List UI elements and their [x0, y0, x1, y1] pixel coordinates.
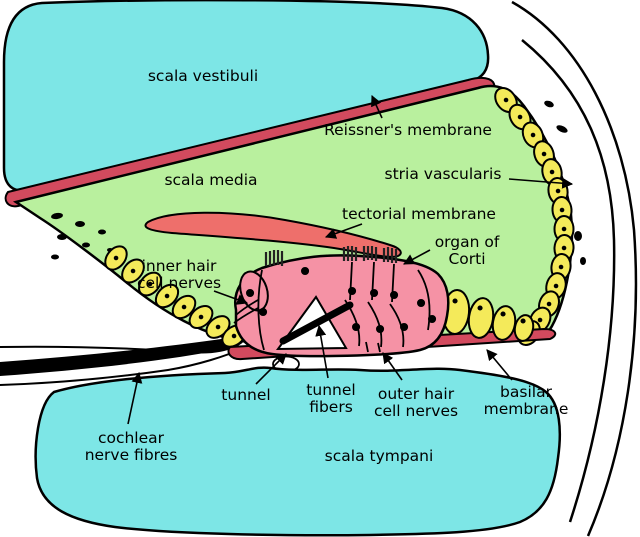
outer-hair-nerves-arrow: [382, 352, 403, 381]
label-tectorial-membrane: tectorial membrane: [342, 205, 496, 223]
supporting-cell: [513, 314, 535, 342]
basilar-membrane-arrow: [486, 349, 513, 381]
bone-space-dot: [98, 229, 106, 235]
hensen-cells: [441, 289, 535, 342]
outer-bone-arc: [511, 0, 638, 537]
label-tunnel-fibers-2: fibers: [309, 398, 353, 416]
label-outer-hair-2: cell nerves: [374, 402, 458, 420]
label-cochlear-1: cochlear: [98, 429, 165, 447]
scala-tympani-region: [34, 366, 562, 537]
stria-vascularis-arrow: [508, 177, 574, 189]
label-organ-of-corti-1: organ of: [435, 233, 500, 251]
label-basilar-1: basilar: [500, 383, 553, 401]
label-scala-media: scala media: [164, 171, 257, 189]
bone-space-dot: [51, 212, 63, 220]
bone-space-dot: [574, 231, 582, 241]
cell-nuclei: [503, 97, 567, 336]
bone-space-dot: [51, 254, 59, 260]
cell-nuclei: [452, 298, 526, 324]
bone-space-dot: [580, 257, 586, 265]
label-scala-tympani: scala tympani: [325, 447, 434, 465]
label-inner-hair-2: cell nerves: [137, 274, 221, 292]
left-epithelial-cells: [104, 245, 247, 348]
tunnel-fiber-rod: [279, 301, 354, 345]
nerve-band: [0, 338, 232, 376]
stria-vascularis-cells: [494, 87, 575, 346]
organ-of-corti: [233, 246, 450, 358]
label-cochlear-2: nerve fibres: [85, 446, 178, 464]
label-basilar-2: membrane: [484, 400, 569, 418]
label-inner-hair-1: inner hair: [142, 257, 217, 275]
cochlear-nerve-arrow: [127, 371, 143, 425]
inner-bone-arc: [521, 39, 616, 523]
bone-space-dots-right: [544, 100, 586, 265]
bone-space-dot: [544, 100, 554, 108]
label-organ-of-corti-2: Corti: [448, 250, 485, 268]
label-outer-hair-1: outer hair: [378, 385, 455, 403]
label-stria-vascularis: stria vascularis: [385, 165, 502, 183]
bone-space-dot: [556, 125, 568, 133]
cell-nuclei: [113, 255, 237, 339]
bone-space-dots-left: [51, 212, 113, 260]
tunnel-fibers-arrow: [315, 324, 329, 379]
cochlear-nerve-fibres: [0, 338, 245, 386]
nerve-channel-upper-line: [0, 341, 243, 354]
hair-cell-stereocilia: [264, 246, 398, 266]
tunnel-arrow: [255, 353, 287, 385]
tectorial-membrane-arrow: [324, 223, 363, 239]
labels: scala vestibuli Reissner's membrane scal…: [85, 67, 574, 465]
label-reissners-membrane: Reissner's membrane: [324, 121, 492, 139]
label-tunnel-fibers-1: tunnel: [306, 381, 355, 399]
bone-space-dot: [75, 221, 85, 227]
label-tunnel: tunnel: [221, 386, 270, 404]
bone-outline: [511, 0, 638, 537]
scala-vestibuli-region: [2, 0, 490, 192]
inner-hair-nerves-arrow: [213, 290, 249, 305]
nerve-channel-lower-line: [0, 347, 245, 386]
label-scala-vestibuli: scala vestibuli: [148, 67, 258, 85]
reissners-membrane-arrow: [371, 94, 383, 119]
organ-of-corti-arrow: [403, 249, 431, 265]
bone-space-dot: [82, 242, 90, 248]
bone-space-dot: [57, 234, 67, 240]
tectorial-membrane-shape: [144, 211, 402, 258]
cell-nuclei: [246, 267, 437, 333]
